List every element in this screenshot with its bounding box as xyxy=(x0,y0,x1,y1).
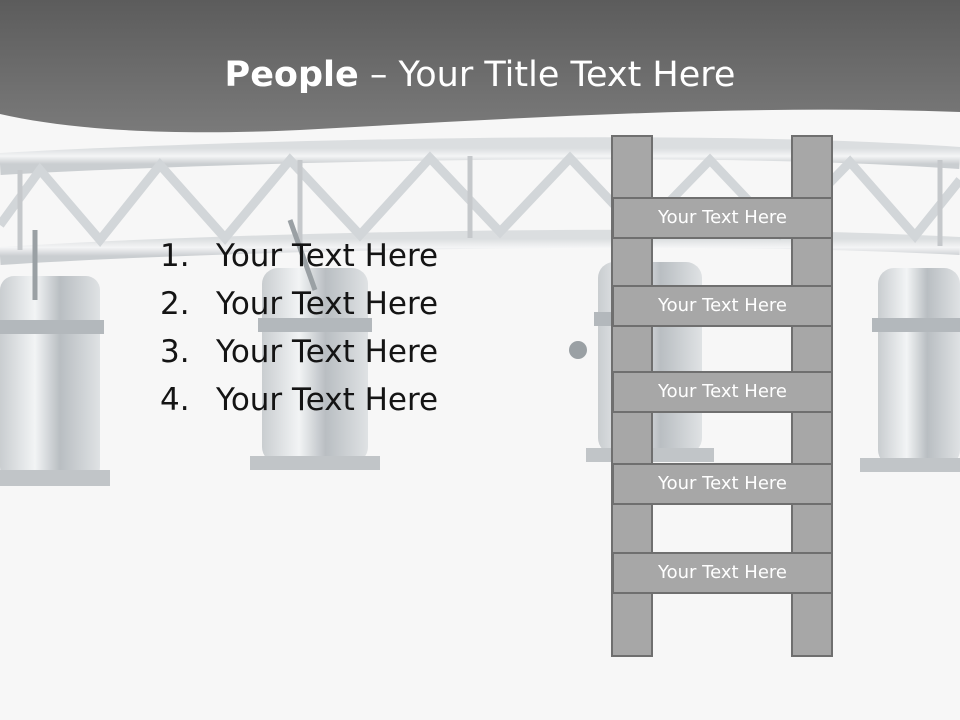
ladder-rung-label: Your Text Here xyxy=(658,295,787,316)
list-item-number: 2. xyxy=(160,286,190,322)
ladder-rung-label: Your Text Here xyxy=(658,473,787,494)
list-item: 1. Your Text Here xyxy=(160,232,438,280)
list-item-number: 4. xyxy=(160,382,190,418)
list-item: 2. Your Text Here xyxy=(160,280,438,328)
numbered-list: 1. Your Text Here 2. Your Text Here 3. Your… xyxy=(160,232,438,424)
slide-title: People – Your Title Text Here xyxy=(0,52,960,98)
list-item-number: 3. xyxy=(160,334,190,370)
title-rest-text: – Your Title Text Here xyxy=(358,55,736,95)
ladder-rung-label: Your Text Here xyxy=(658,562,787,583)
ladder-rung-label: Your Text Here xyxy=(658,381,787,402)
list-item: 3. Your Text Here xyxy=(160,328,438,376)
spotlight-image xyxy=(250,219,380,470)
list-item: 4. Your Text Here xyxy=(160,376,438,424)
list-item-text: Your Text Here xyxy=(216,286,439,322)
list-item-text: Your Text Here xyxy=(216,238,439,274)
spotlight-image xyxy=(860,268,960,472)
header-band xyxy=(0,0,960,133)
ladder-rung-label: Your Text Here xyxy=(658,207,787,228)
list-item-text: Your Text Here xyxy=(216,334,439,370)
spotlight-image xyxy=(0,230,110,486)
list-item-number: 1. xyxy=(160,238,190,274)
list-item-text: Your Text Here xyxy=(216,382,439,418)
truss-image xyxy=(0,137,960,265)
title-bold-text: People xyxy=(224,55,359,95)
